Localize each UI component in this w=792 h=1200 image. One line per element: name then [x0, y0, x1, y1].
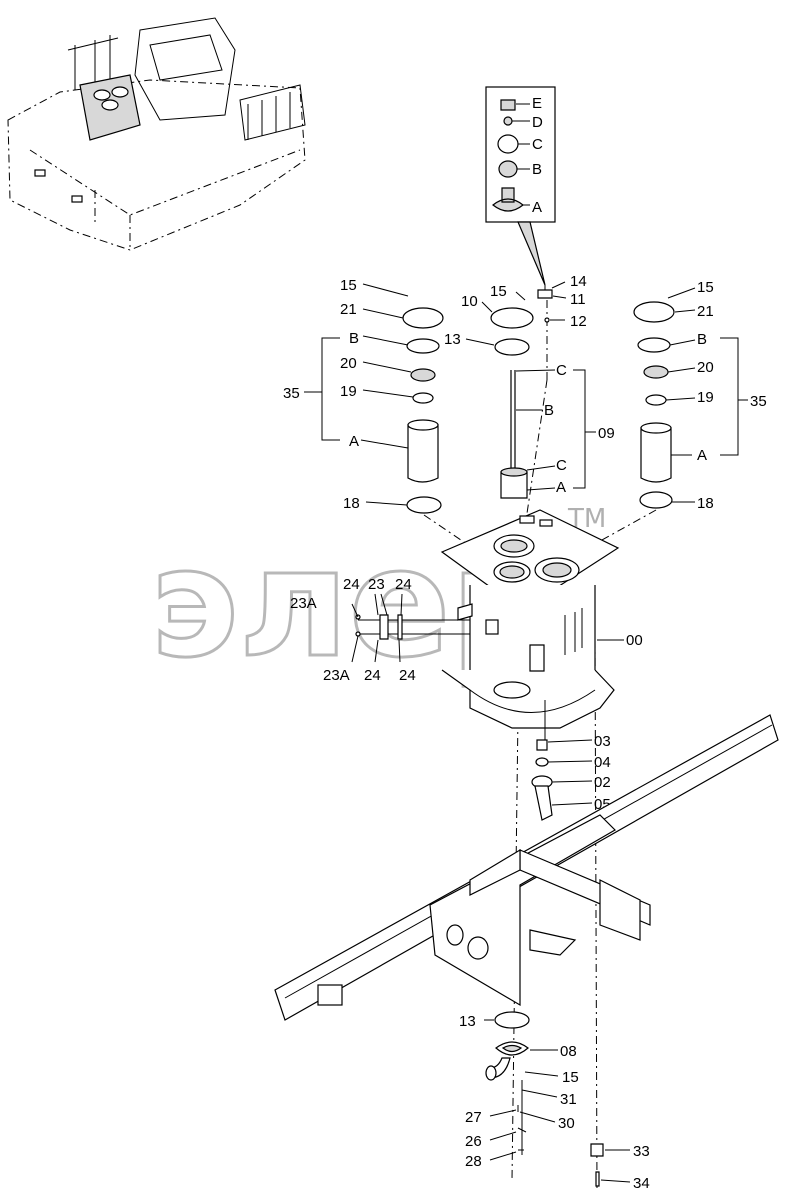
- callout-24-top-a: 24: [343, 576, 360, 593]
- inset-label-a: A: [532, 199, 542, 216]
- callout-13-bottom: 13: [459, 1013, 476, 1030]
- callout-19-left: 19: [340, 383, 357, 400]
- callout-24-top-b: 24: [395, 576, 412, 593]
- callout-rod-b: B: [544, 402, 554, 419]
- callout-21-right: 21: [697, 303, 714, 320]
- inset-label-d: D: [532, 114, 543, 131]
- callout-03: 03: [594, 733, 611, 750]
- inset-frame: [485, 86, 556, 223]
- inset-part-d: [503, 116, 513, 126]
- callout-14: 14: [570, 273, 587, 290]
- callout-20-left: 20: [340, 355, 357, 372]
- inset-part-e: [500, 99, 516, 111]
- frame-chassis: [274, 714, 779, 1021]
- callout-15-center: 15: [490, 283, 507, 300]
- callout-26: 26: [465, 1133, 482, 1150]
- right-filter-assembly: 15 21 B 20 19 35 A 18: [633, 279, 767, 512]
- callout-11: 11: [570, 291, 586, 308]
- callout-28: 28: [465, 1153, 482, 1170]
- pipe-assembly: 24 23 24 23A 23A 24 24: [290, 576, 473, 684]
- callout-02: 02: [594, 774, 611, 791]
- callout-a-right: A: [697, 447, 707, 464]
- callout-15-left: 15: [340, 277, 357, 294]
- callout-rod-c-bottom: C: [556, 457, 567, 474]
- callout-30: 30: [558, 1115, 575, 1132]
- callout-21-left: 21: [340, 301, 357, 318]
- callout-33: 33: [633, 1143, 650, 1160]
- callout-35-left: 35: [283, 385, 300, 402]
- callout-09: 09: [598, 425, 615, 442]
- excavator-overview: [7, 17, 306, 251]
- callout-a-left: A: [349, 433, 359, 450]
- inset-detail: E D C B A: [485, 86, 556, 286]
- callout-b-right: B: [697, 331, 707, 348]
- hydraulic-tank: 00: [440, 509, 643, 740]
- callout-20-right: 20: [697, 359, 714, 376]
- callout-15-bottom: 15: [562, 1069, 579, 1086]
- center-column: 15 10 13 C B 09 C A: [444, 283, 615, 499]
- bottom-parts: 13 08 15 31 27 30 26 28 33 34: [459, 1011, 650, 1192]
- callout-04: 04: [594, 754, 611, 771]
- callout-08: 08: [560, 1043, 577, 1060]
- left-filter-assembly: 15 21 B 20 19 35 A 18: [283, 277, 444, 514]
- callout-18-left: 18: [343, 495, 360, 512]
- callout-23a-top: 23A: [290, 595, 317, 612]
- top-center-parts: 14 11 12: [537, 273, 587, 330]
- inset-label-c: C: [532, 136, 543, 153]
- callout-23: 23: [368, 576, 385, 593]
- callout-12: 12: [570, 313, 587, 330]
- callout-10: 10: [461, 293, 478, 310]
- callout-00: 00: [626, 632, 643, 649]
- callout-rod-c-top: C: [556, 362, 567, 379]
- inset-label-b: B: [532, 161, 542, 178]
- callout-18-right: 18: [697, 495, 714, 512]
- callout-b-left: B: [349, 330, 359, 347]
- inset-pointer: [517, 221, 546, 286]
- callout-27: 27: [465, 1109, 482, 1126]
- inset-part-c: [497, 134, 519, 154]
- callout-34: 34: [633, 1175, 650, 1192]
- callout-13-top: 13: [444, 331, 461, 348]
- inset-label-e: E: [532, 95, 542, 112]
- inset-part-b: [498, 160, 518, 178]
- drain-parts: 03 04 02 05: [531, 733, 611, 821]
- callout-15-right: 15: [697, 279, 714, 296]
- callout-19-right: 19: [697, 389, 714, 406]
- callout-35-right: 35: [750, 393, 767, 410]
- callout-31: 31: [560, 1091, 577, 1108]
- callout-rod-a: A: [556, 479, 566, 496]
- callout-23a-bottom: 23A: [323, 667, 350, 684]
- callout-24-bottom-b: 24: [399, 667, 416, 684]
- callout-24-bottom-a: 24: [364, 667, 381, 684]
